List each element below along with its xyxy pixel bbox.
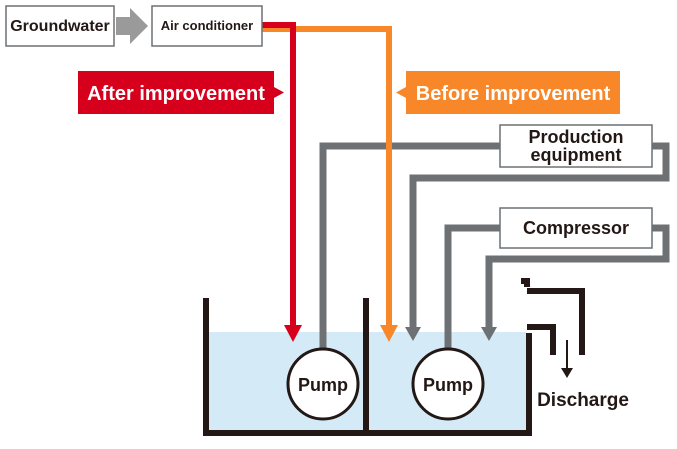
after-improvement-banner xyxy=(78,71,274,114)
before-improvement-arrow-icon xyxy=(380,325,398,342)
production-supply-pipe xyxy=(319,142,500,348)
compressor-box xyxy=(499,207,653,249)
flow-arrow-shaft xyxy=(116,17,132,35)
production-return-arrow-icon xyxy=(405,327,421,341)
before-improvement-pointer-icon xyxy=(396,87,406,98)
after-improvement-arrow-icon xyxy=(284,325,302,342)
discharge-pipe-outer xyxy=(527,288,585,355)
discharge-pipe-upper xyxy=(521,278,530,287)
pump-right xyxy=(411,347,485,421)
compressor-return-arrow-icon xyxy=(481,327,497,341)
pump-left xyxy=(286,347,360,421)
air-conditioner-box xyxy=(151,5,263,47)
after-improvement-label: After improvement xyxy=(87,83,265,105)
pump-right-label: Pump xyxy=(423,375,473,395)
pump-left-label: Pump xyxy=(298,375,348,395)
groundwater-box xyxy=(5,5,115,47)
compressor-supply-pipe xyxy=(444,224,500,350)
before-improvement-banner xyxy=(406,71,620,114)
discharge-label: Discharge xyxy=(537,390,629,411)
after-improvement-pipe xyxy=(262,22,296,328)
groundwater-label: Groundwater xyxy=(10,18,110,35)
production-equipment-box xyxy=(499,124,653,168)
compressor-label: Compressor xyxy=(523,218,629,238)
discharge-pipe-lower xyxy=(527,324,556,355)
production-return-pipe xyxy=(409,142,670,330)
production-equipment-label-line2: equipment xyxy=(530,145,621,165)
discharge-arrow-icon xyxy=(561,368,573,378)
before-improvement-label: Before improvement xyxy=(416,83,611,105)
flow-arrow-icon xyxy=(130,8,148,44)
air-conditioner-label: Air conditioner xyxy=(161,18,253,33)
after-improvement-pointer-icon xyxy=(274,87,284,98)
compressor-return-pipe xyxy=(485,224,670,330)
before-improvement-pipe xyxy=(262,26,392,328)
production-equipment-label-line1: Production xyxy=(529,127,624,147)
